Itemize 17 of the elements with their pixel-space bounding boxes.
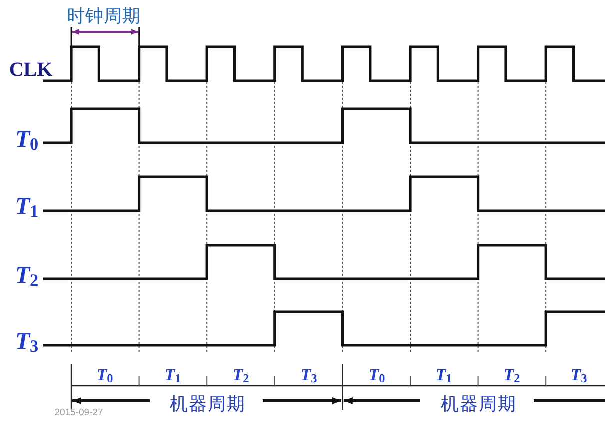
phase-label: T$_{3}$ <box>300 366 318 384</box>
machine-cycle-label: 机器周期 <box>170 396 246 414</box>
machine-cycle-label: 机器周期 <box>441 396 517 414</box>
phase-label: T$_{0}$ <box>96 366 114 384</box>
phase-label: T$_{0}$ <box>368 366 386 384</box>
date-label: 2015-09-27 <box>54 408 104 418</box>
signal-label: T$_{1}$ <box>15 195 39 219</box>
phase-label: T$_{3}$ <box>570 366 588 384</box>
signal-label: T$_{0}$ <box>15 128 39 152</box>
clock-period-label: 时钟周期 <box>67 8 141 26</box>
signal-label: T$_{3}$ <box>15 330 39 354</box>
phase-label: T$_{2}$ <box>232 366 250 384</box>
phase-label: T$_{1}$ <box>436 366 452 384</box>
phase-label: T$_{2}$ <box>504 366 520 384</box>
signal-label: T$_{2}$ <box>15 264 39 288</box>
signal-label: CLK <box>9 60 53 80</box>
phase-label: T$_{1}$ <box>164 366 182 384</box>
